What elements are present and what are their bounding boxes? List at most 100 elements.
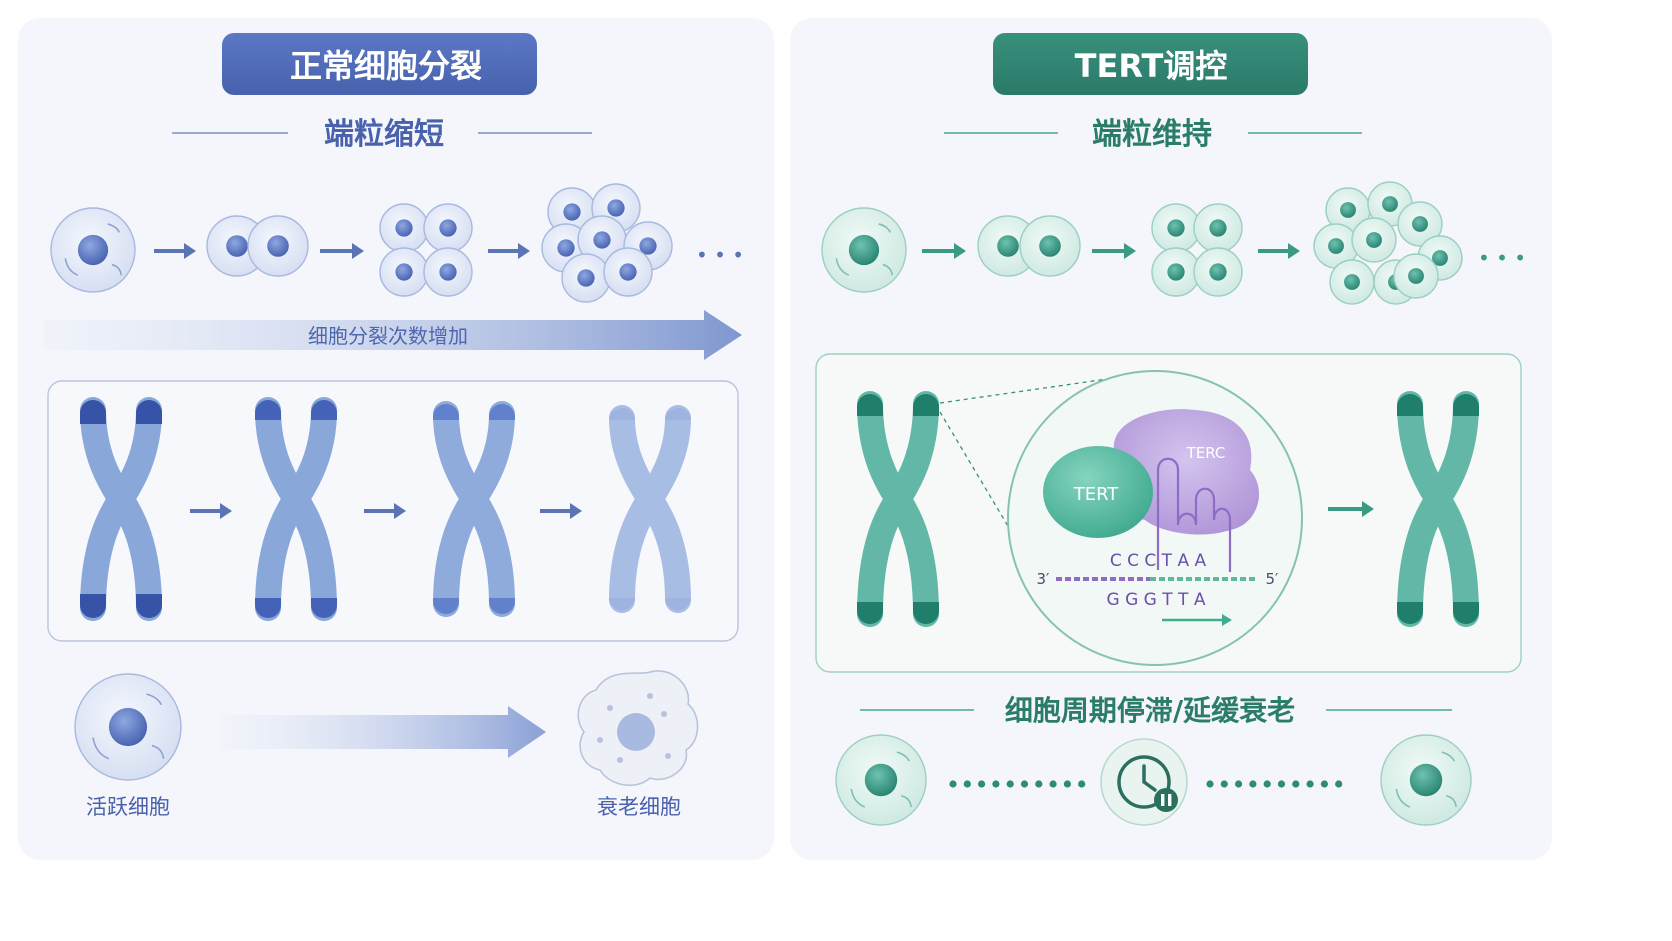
arrested-cell-left (835, 734, 927, 826)
organelle (107, 223, 121, 233)
arrow-head (570, 503, 582, 519)
cell-many-5 (561, 253, 611, 303)
chromosome-maintained (1397, 391, 1479, 627)
telomere-cap-bottom (433, 598, 459, 614)
cell-nucleus (864, 763, 898, 797)
division-arrow-1 (154, 243, 196, 259)
tert-protein (1043, 446, 1153, 538)
cell-nucleus (1412, 216, 1428, 232)
telomere-cap-bottom (255, 598, 281, 618)
dot (963, 780, 971, 788)
telomere-cap-bottom (136, 594, 162, 618)
telomere-cap-top (609, 408, 635, 421)
telomere-cap-top (1453, 394, 1479, 416)
cell-nucleus (1340, 202, 1356, 218)
left-header-badge (222, 33, 537, 95)
extension-direction-arrowhead (1222, 614, 1232, 626)
debris-dot (617, 757, 623, 763)
cell-nucleus (1209, 263, 1227, 281)
cell-nucleus (395, 219, 413, 237)
centromere (110, 488, 132, 510)
cell-nucleus (1328, 238, 1344, 254)
chromosome-telomere-2 (255, 397, 337, 621)
telomere-cap-top (433, 404, 459, 420)
dot (1078, 780, 1086, 788)
dot (1035, 780, 1043, 788)
maintenance-arrow (1328, 501, 1374, 517)
pause-bar (1161, 794, 1165, 806)
arrow-head (518, 243, 530, 259)
telomere-cap-top (1397, 394, 1423, 416)
arrow-head (394, 503, 406, 519)
cell-nucleus (619, 263, 637, 281)
organelle (146, 693, 163, 706)
organelle (901, 794, 912, 808)
cell-nucleus (395, 263, 413, 281)
cell-two-b (1019, 215, 1081, 277)
debris-dot (597, 737, 603, 743)
left-subheader: 端粒缩短 (324, 117, 444, 152)
telomere-cap-bottom (913, 602, 939, 624)
senescent-cell-label: 衰老细胞 (597, 795, 681, 819)
chromosome-before (857, 391, 939, 627)
dot (1292, 780, 1300, 788)
organelle (1395, 788, 1411, 808)
left-senescence-row (74, 670, 699, 787)
cell-nucleus (1366, 232, 1382, 248)
left-ellipsis: • • • (696, 243, 744, 267)
cell-nucleus (1409, 763, 1443, 797)
terc-rna-template-strand (1156, 457, 1232, 572)
dot (949, 780, 957, 788)
cell-single (50, 207, 136, 293)
dna-sequence: G G G T T A (1107, 590, 1206, 610)
telomere-cap-top (913, 394, 939, 416)
cell-two-b (247, 215, 309, 277)
shortening-arrow-3 (540, 503, 582, 519)
clock-face (1117, 755, 1171, 809)
cell-four-0 (379, 203, 429, 253)
arrested-cell-right (1380, 734, 1472, 826)
tert-label: TERT (1073, 484, 1120, 505)
telomere-cap-top (311, 400, 337, 420)
cell-nucleus (607, 199, 625, 217)
cell-nucleus (997, 235, 1019, 257)
arrow-head (220, 503, 232, 519)
cell-many-8 (1393, 253, 1439, 299)
pause-badge (1154, 788, 1178, 812)
telomere-cap-top (665, 408, 691, 421)
rna-template-sequence: C C C T A A (1110, 551, 1207, 571)
cell-nucleus (593, 231, 611, 249)
cell-four-1 (423, 203, 473, 253)
telomere-cap-top (80, 400, 106, 424)
telomere-cap-bottom (1397, 602, 1423, 624)
telomere-cap-top (255, 400, 281, 420)
dot (1020, 780, 1029, 788)
arrow-head (1362, 501, 1374, 517)
cell-nucleus (1167, 219, 1185, 237)
left-header: 正常细胞分裂 (290, 47, 482, 85)
outcome-label: 细胞周期停滞/延缓衰老 (1005, 694, 1295, 727)
dot (1335, 780, 1343, 788)
dot (992, 780, 1000, 788)
cell-nucleus (267, 235, 289, 257)
cell-nucleus (639, 237, 657, 255)
cell-nucleus (1382, 196, 1398, 212)
organelle (878, 223, 892, 233)
dot (978, 780, 986, 788)
telomere-cap-bottom (311, 598, 337, 618)
right-header-badge (993, 33, 1308, 95)
cell-four-3 (1193, 247, 1243, 297)
cell-four-1 (1193, 203, 1243, 253)
cell-nucleus (1039, 235, 1061, 257)
telomere-cap-bottom (609, 597, 635, 610)
cell-nucleus (563, 203, 581, 221)
dot (1006, 780, 1014, 788)
cell-many-6 (1329, 259, 1375, 305)
dna-3-prime-end: 3′ (1037, 570, 1051, 588)
dot (1306, 780, 1314, 788)
dot (1320, 780, 1328, 788)
centromere (285, 488, 307, 510)
right-chromosome-row (857, 391, 1479, 627)
arrow-head (184, 243, 196, 259)
terc-label: TERC (1186, 444, 1226, 462)
